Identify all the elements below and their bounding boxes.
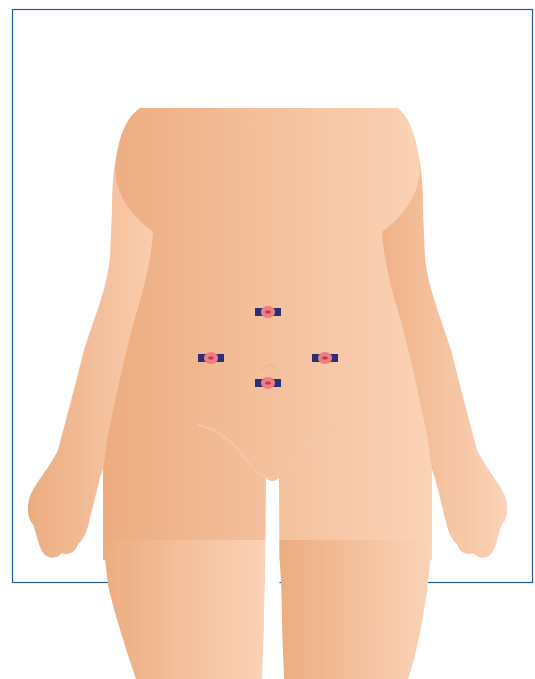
crotch-gap: [264, 478, 280, 679]
left-leg: [103, 540, 268, 679]
right-leg: [278, 540, 432, 679]
incision-core: [322, 356, 328, 359]
incision-core: [265, 381, 271, 384]
incision-core: [208, 356, 214, 359]
incision-core: [265, 310, 271, 313]
